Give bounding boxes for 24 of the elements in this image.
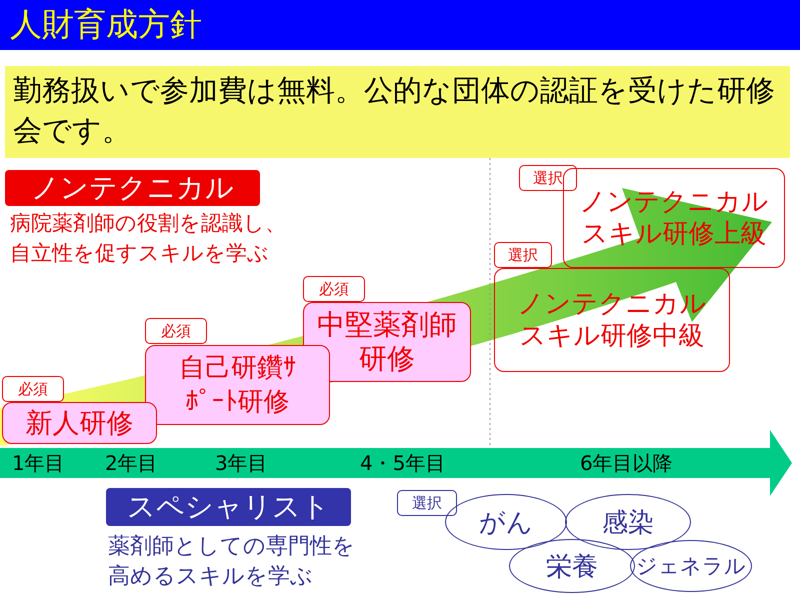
tag-box: 選択	[519, 165, 577, 191]
year-label: 4・5年目	[360, 450, 446, 477]
description-text: 病院薬剤師の役割を認識し、自立性を促すスキルを学ぶ	[10, 210, 287, 267]
year-label: 3年目	[215, 450, 268, 477]
tag-box: 必須	[145, 318, 207, 344]
tag-box: 選択	[397, 490, 457, 516]
tag-box: 必須	[2, 376, 64, 402]
category-badge: スペシャリスト	[106, 488, 351, 526]
course-box: 自己研鑽ｻﾎﾟｰﾄ研修	[145, 345, 330, 425]
title-text: 人財育成方針	[10, 4, 202, 44]
year-label: 1年目	[12, 450, 65, 477]
tag-box: 選択	[494, 242, 552, 268]
field-ellipse: 感染	[565, 494, 691, 550]
field-ellipse: がん	[445, 494, 567, 550]
note-banner: 勤務扱いで参加費は無料。公的な団体の認証を受けた研修会です。	[5, 66, 790, 158]
year-label: 6年目以降	[580, 450, 673, 477]
description-text: 薬剤師としての専門性を高めるスキルを学ぶ	[108, 533, 356, 591]
course-box: 新人研修	[2, 402, 157, 444]
category-badge: ノンテクニカル	[5, 170, 260, 206]
field-ellipse: 栄養	[509, 539, 635, 593]
year-label: 2年目	[105, 450, 158, 477]
course-box: 中堅薬剤師研修	[303, 302, 471, 382]
tag-box: 必須	[303, 276, 365, 302]
field-ellipse: ジェネラル	[630, 540, 752, 592]
